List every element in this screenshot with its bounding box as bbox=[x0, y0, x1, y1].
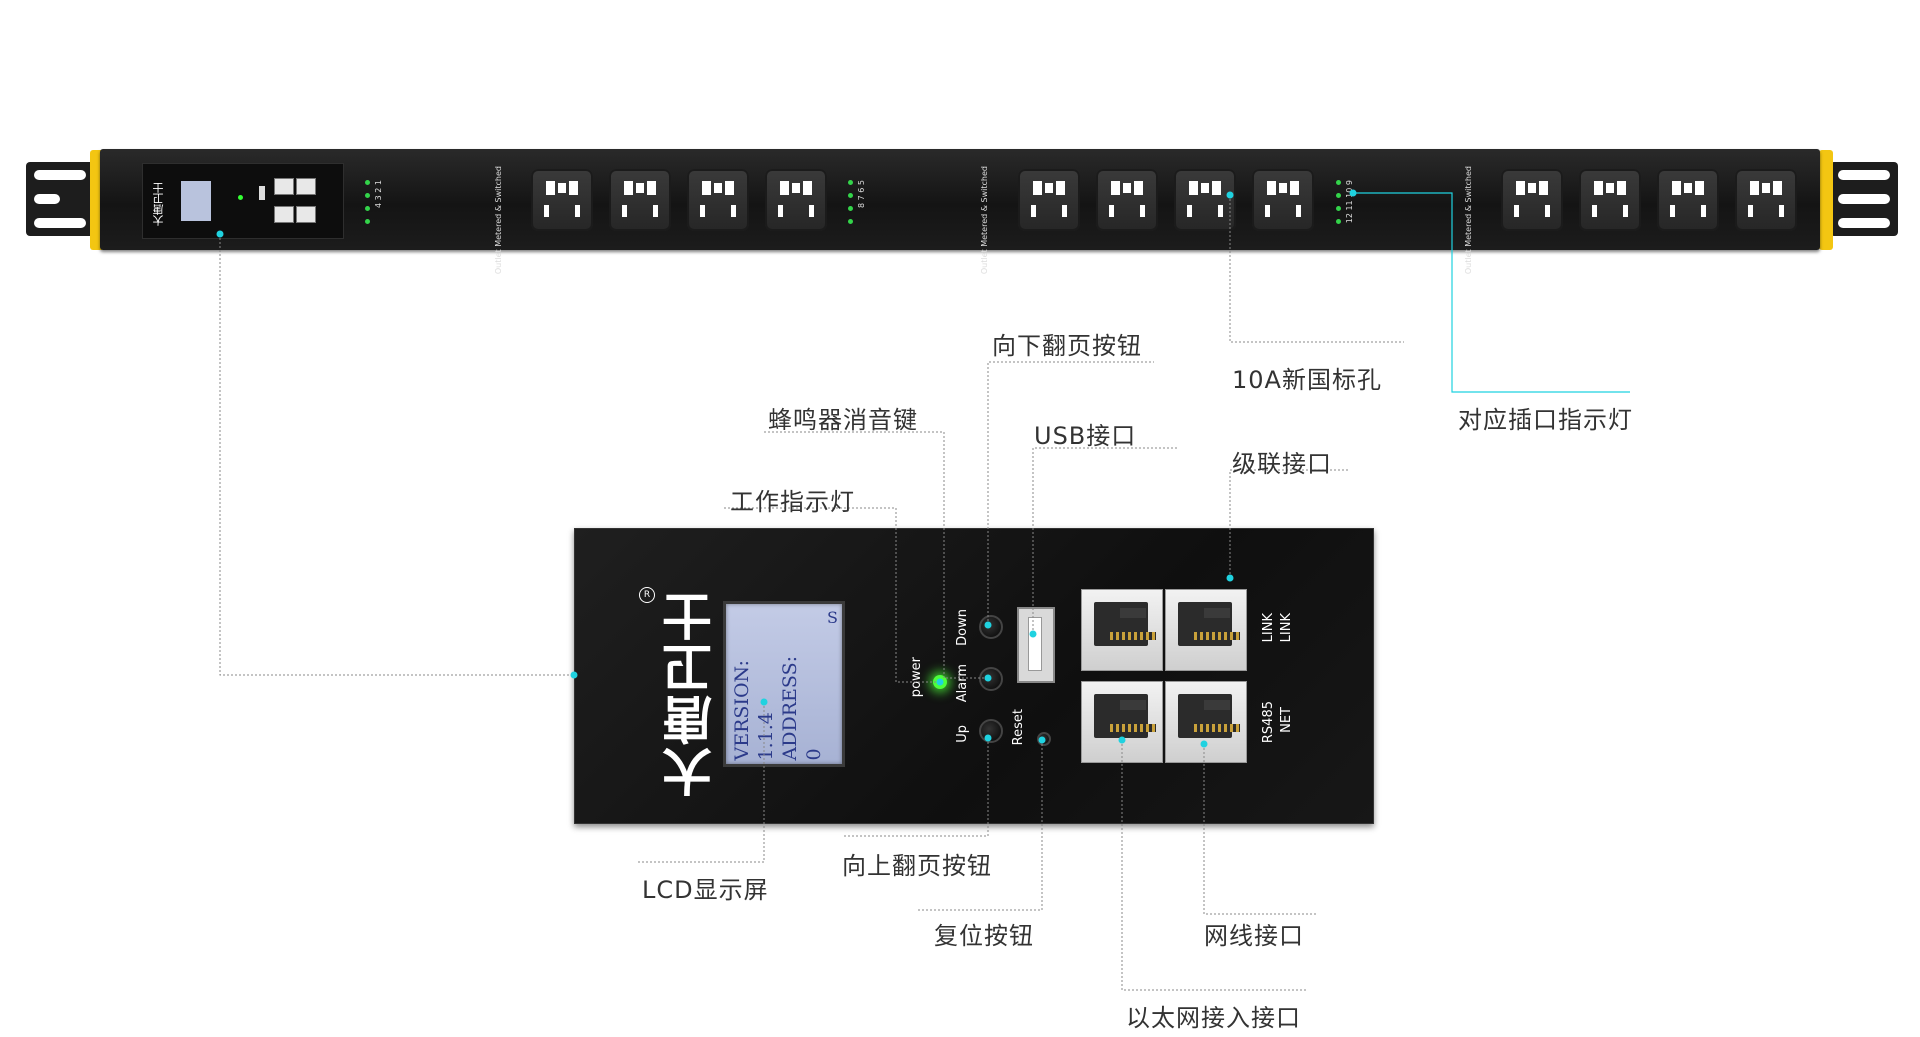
strip-power-led bbox=[238, 195, 243, 200]
leader-work-led bbox=[722, 507, 940, 683]
outlet-12 bbox=[1735, 169, 1797, 231]
callout-lcd: LCD显示屏 bbox=[642, 876, 769, 904]
strip-port-3 bbox=[274, 206, 294, 223]
dot-up-button bbox=[984, 734, 992, 742]
lcd-screen: S VERSION: 1.1.4 ADDRESS: 0 bbox=[723, 601, 845, 767]
strip-usb bbox=[259, 186, 265, 200]
cascade-port-2[interactable] bbox=[1165, 589, 1247, 671]
down-button[interactable] bbox=[979, 615, 1003, 639]
callout-down-button: 向下翻页按钮 bbox=[992, 332, 1142, 360]
dot-buzzer bbox=[984, 674, 992, 682]
outlet-leds-1-4 bbox=[365, 180, 373, 232]
outlet-1 bbox=[531, 169, 593, 231]
lcd-corner-text: S bbox=[827, 608, 838, 627]
usb-port[interactable] bbox=[1017, 607, 1055, 683]
dot-panel-edge bbox=[570, 671, 578, 679]
leader-strip-to-panel bbox=[219, 234, 574, 676]
right-mounting-ear bbox=[1830, 162, 1898, 236]
net-port[interactable] bbox=[1165, 681, 1247, 763]
dot-outlet-led bbox=[1349, 189, 1357, 197]
leader-down-button bbox=[987, 361, 1154, 625]
strip-lcd bbox=[181, 181, 211, 221]
outlet-leds-5-8 bbox=[848, 180, 856, 232]
callout-outlet: 10A新国标孔 bbox=[1232, 366, 1382, 394]
dot-ethernet bbox=[1118, 736, 1126, 744]
callout-outlet-led: 对应插口指示灯 bbox=[1458, 406, 1633, 434]
outlet-10 bbox=[1579, 169, 1641, 231]
dot-cascade bbox=[1226, 574, 1234, 582]
strip-port-4 bbox=[296, 206, 316, 223]
left-mounting-ear bbox=[26, 162, 94, 236]
control-panel: R 大唐卫士 S VERSION: 1.1.4 ADDRESS: 0 power… bbox=[574, 528, 1374, 824]
leader-buzzer bbox=[762, 431, 988, 679]
outlet-11 bbox=[1657, 169, 1719, 231]
outlet-9 bbox=[1501, 169, 1563, 231]
outlet-8 bbox=[1252, 169, 1314, 231]
outlet-6 bbox=[1096, 169, 1158, 231]
strip-port-2 bbox=[296, 178, 316, 195]
dot-lcd bbox=[760, 698, 768, 706]
dot-usb bbox=[1029, 630, 1037, 638]
dot-work-led bbox=[936, 678, 944, 686]
leader-outlet bbox=[1229, 195, 1404, 343]
dot-outlet bbox=[1226, 191, 1234, 199]
outlet-5 bbox=[1018, 169, 1080, 231]
dot-down-button bbox=[984, 621, 992, 629]
leader-up-button bbox=[842, 738, 989, 837]
callout-reset-button: 复位按钮 bbox=[934, 922, 1034, 950]
leader-cascade bbox=[1229, 469, 1348, 578]
cascade-port-1[interactable] bbox=[1081, 589, 1163, 671]
callout-ethernet: 以太网接入接口 bbox=[1126, 1004, 1301, 1032]
dot-reset bbox=[1038, 736, 1046, 744]
callout-cascade: 级联接口 bbox=[1232, 450, 1332, 478]
outlet-3 bbox=[687, 169, 749, 231]
callout-buzzer-mute: 蜂鸣器消音键 bbox=[768, 406, 918, 434]
leader-reset bbox=[916, 740, 1043, 911]
leader-lcd bbox=[636, 702, 765, 863]
right-end-cap bbox=[1819, 150, 1833, 250]
outlet-7 bbox=[1174, 169, 1236, 231]
dot-net-port bbox=[1200, 740, 1208, 748]
callout-usb: USB接口 bbox=[1034, 422, 1137, 450]
leader-net-port bbox=[1203, 744, 1316, 915]
callout-net-port: 网线接口 bbox=[1204, 922, 1304, 950]
strip-control-module: 大唐卫士 bbox=[142, 163, 344, 239]
leader-usb bbox=[1032, 447, 1178, 634]
leader-outlet-led bbox=[1353, 192, 1630, 393]
outlet-leds-9-12 bbox=[1336, 180, 1344, 232]
dot-strip-module bbox=[216, 230, 224, 238]
outlet-2 bbox=[609, 169, 671, 231]
callout-up-button: 向上翻页按钮 bbox=[842, 852, 992, 880]
registered-mark: R bbox=[639, 587, 655, 603]
leader-ethernet bbox=[1121, 740, 1308, 991]
strip-port-1 bbox=[274, 178, 294, 195]
outlet-4 bbox=[765, 169, 827, 231]
callout-work-led: 工作指示灯 bbox=[730, 488, 855, 516]
